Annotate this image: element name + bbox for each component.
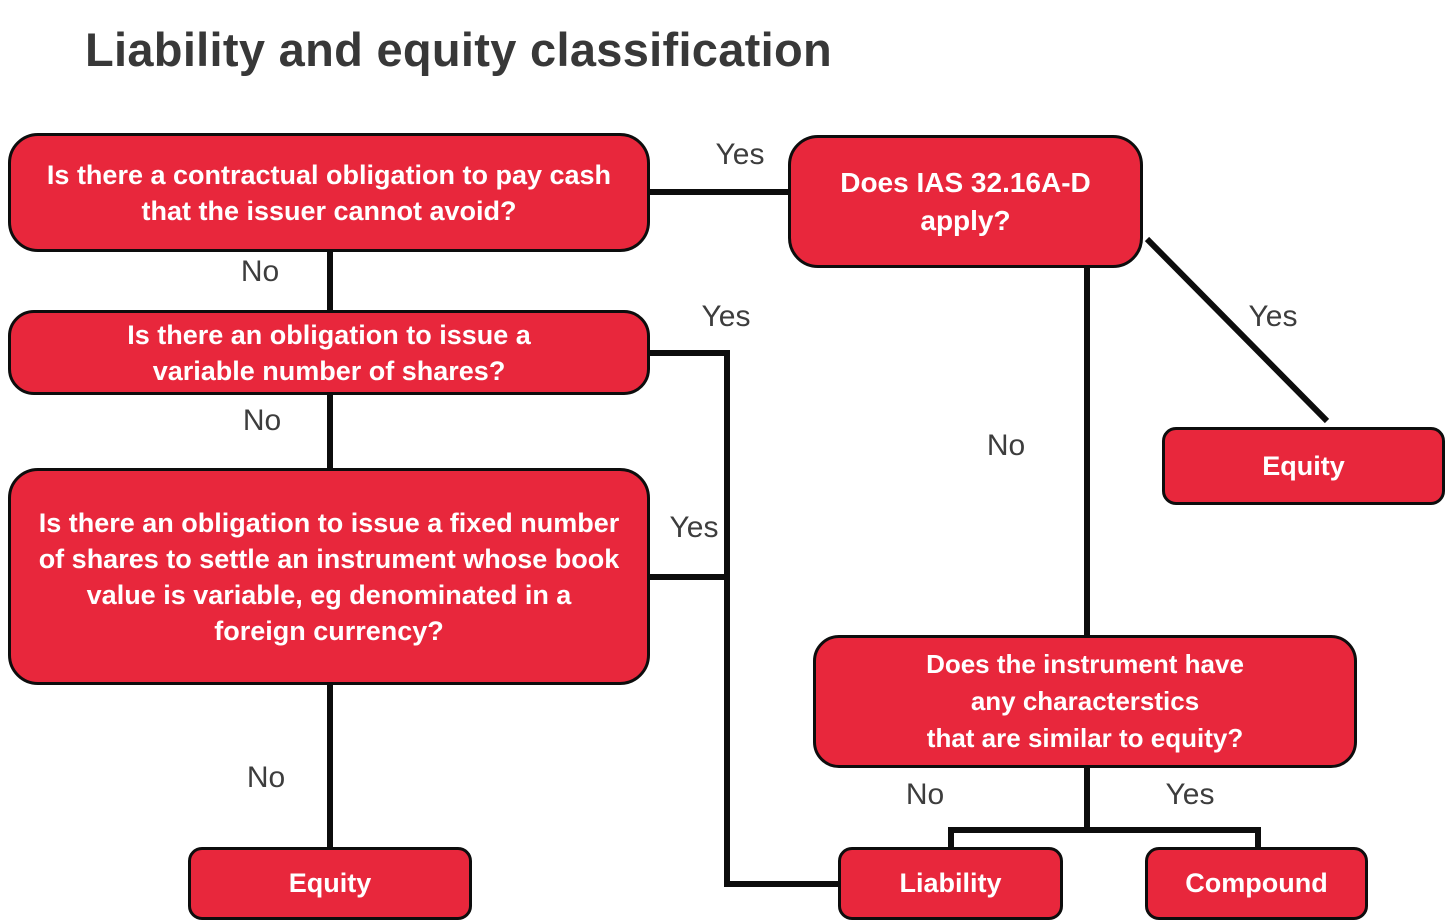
connector-split-to-liability — [948, 827, 954, 847]
node-text-line: Equity — [288, 868, 372, 898]
connector-trunk-to-liability — [724, 881, 840, 887]
node-text-line: Compound — [1185, 868, 1328, 898]
connector-characteristics-down — [1084, 766, 1090, 829]
page-title: Liability and equity classification — [85, 23, 833, 76]
node-text-line: of shares to settle an instrument whose … — [38, 543, 620, 574]
node-text-line: Liability — [899, 868, 1002, 898]
node-question-ias-3216ad: Does IAS 32.16A-D apply? — [788, 135, 1143, 268]
connector-ias-to-characteristics — [1084, 266, 1090, 637]
edge-label-no: No — [905, 778, 945, 811]
edge-label-no: No — [242, 404, 282, 437]
node-text-line: value is variable, eg denominated in a — [86, 579, 572, 610]
node-text-line: variable number of shares? — [152, 355, 506, 386]
connector-variable-yes — [650, 350, 730, 356]
connector-fixed-to-equity — [327, 683, 333, 849]
connector-cash-to-ias — [650, 189, 788, 195]
node-text-line: Is there a contractual obligation to pay… — [46, 159, 612, 190]
node-text-line: that are similar to equity? — [926, 723, 1244, 753]
node-text-line: Equity — [1262, 450, 1345, 481]
connector-fixed-yes — [650, 574, 730, 580]
edge-label-yes: Yes — [1165, 778, 1215, 811]
node-question-equity-characteristics: Does the instrument have any characterst… — [813, 635, 1357, 768]
node-text-line: Is there an obligation to issue a fixed … — [38, 507, 620, 538]
connector-variable-to-fixed — [327, 393, 333, 470]
connector-split-to-compound — [1255, 827, 1261, 847]
node-question-fixed-shares: Is there an obligation to issue a fixed … — [8, 468, 650, 685]
edge-label-no: No — [246, 761, 286, 794]
node-text-line: any characterstics — [970, 686, 1200, 716]
node-outcome-compound: Compound — [1145, 847, 1368, 920]
node-question-variable-shares: Is there an obligation to issue a variab… — [8, 310, 650, 395]
edge-label-yes: Yes — [715, 138, 765, 171]
connector-split-bar — [948, 827, 1261, 833]
edge-label-yes: Yes — [669, 511, 719, 544]
node-text-line: Does the instrument have — [926, 649, 1244, 679]
edge-label-no: No — [240, 255, 280, 288]
node-question-contractual-obligation: Is there a contractual obligation to pay… — [8, 133, 650, 252]
node-text-line: Is there an obligation to issue a — [127, 319, 531, 350]
node-text-line: that the issuer cannot avoid? — [141, 195, 517, 226]
connector-cash-to-variable — [327, 250, 333, 312]
node-text-line: foreign currency? — [214, 615, 444, 646]
node-text-line: apply? — [920, 204, 1011, 236]
node-outcome-equity-left: Equity — [188, 847, 472, 920]
node-text-line: Does IAS 32.16A-D — [840, 166, 1091, 198]
node-outcome-equity-right: Equity — [1162, 427, 1445, 505]
connector-yes-trunk — [724, 350, 730, 887]
node-outcome-liability: Liability — [838, 847, 1063, 920]
edge-label-yes: Yes — [1248, 300, 1298, 333]
edge-label-yes: Yes — [701, 300, 751, 333]
edge-label-no: No — [986, 429, 1026, 462]
